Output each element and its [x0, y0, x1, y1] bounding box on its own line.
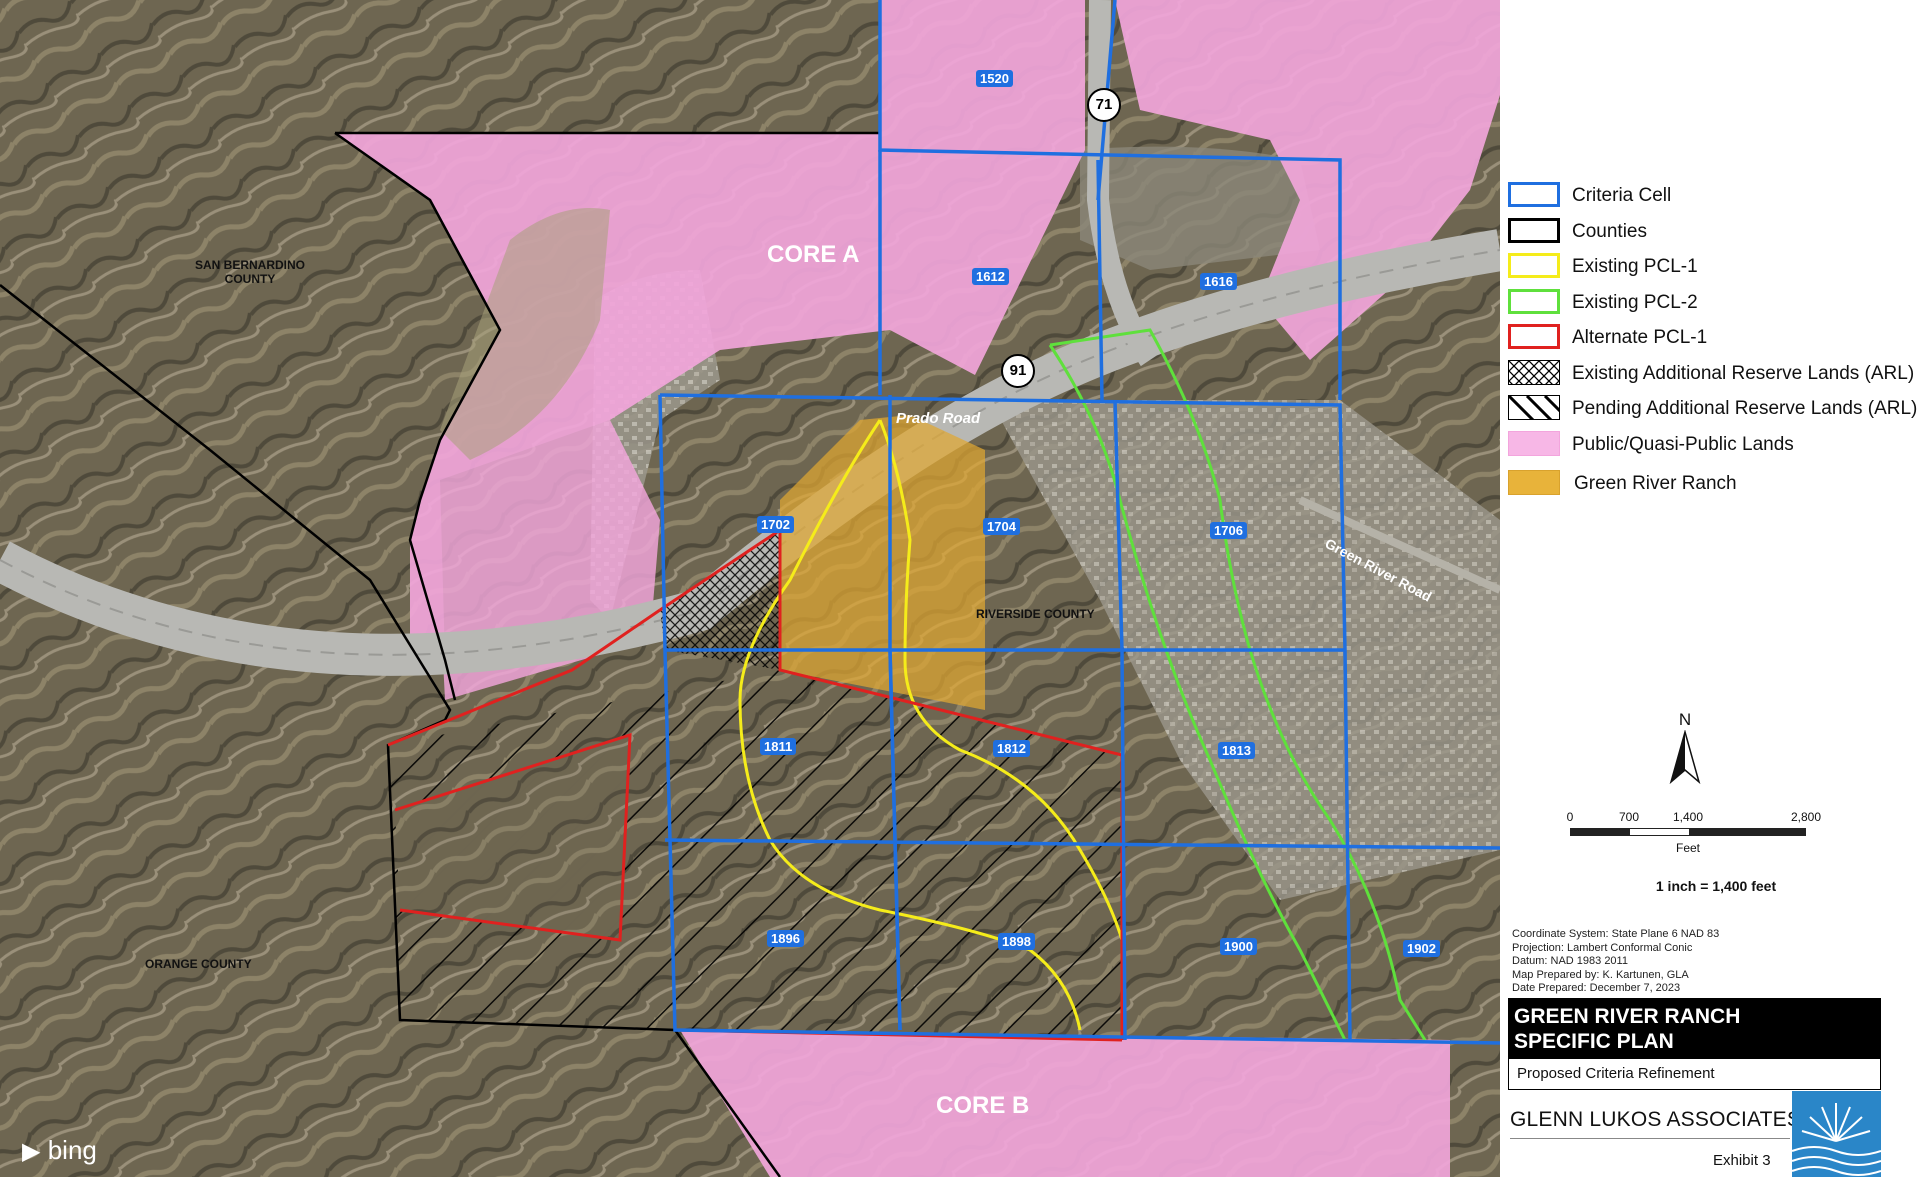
- map-canvas[interactable]: [0, 0, 1504, 1178]
- north-arrow-icon: [1669, 729, 1701, 785]
- map-subtitle: Proposed Criteria Refinement: [1508, 1058, 1881, 1090]
- legend-swatch: [1508, 182, 1560, 207]
- legend-swatch: [1508, 359, 1560, 385]
- highway-71-shield: 71: [1087, 88, 1121, 122]
- bing-attribution: ▶ bing: [22, 1135, 97, 1165]
- cell-label: 1704: [983, 518, 1020, 535]
- cell-label: 1706: [1210, 522, 1247, 539]
- cell-label: 1898: [998, 933, 1035, 950]
- legend-swatch: [1508, 217, 1560, 243]
- legend-swatch: [1508, 288, 1560, 314]
- legend-swatch: [1508, 253, 1560, 278]
- cell-label: 1520: [976, 70, 1013, 87]
- scale-ratio: 1 inch = 1,400 feet: [1655, 878, 1777, 894]
- san-bernardino-label: SAN BERNARDINO COUNTY: [195, 258, 306, 286]
- map-area[interactable]: CORE A CORE B SAN BERNARDINO COUNTY RIVE…: [0, 0, 1504, 1178]
- bing-logo-icon: ▶: [22, 1138, 41, 1165]
- cell-label: 1902: [1403, 940, 1440, 957]
- orange-county-label: ORANGE COUNTY: [145, 957, 252, 971]
- cell-label: 1813: [1218, 742, 1255, 759]
- legend-swatch: [1508, 395, 1560, 420]
- company-logo-icon: [1792, 1091, 1881, 1177]
- prado-road-label: Prado Road: [896, 410, 981, 427]
- company-name: GLENN LUKOS ASSOCIATES: [1510, 1108, 1802, 1131]
- legend-swatch: [1508, 430, 1560, 456]
- map-title: GREEN RIVER RANCH SPECIFIC PLAN: [1508, 998, 1881, 1058]
- legend-swatch: [1508, 324, 1560, 349]
- map-metadata: Coordinate System: State Plane 6 NAD 83 …: [1512, 928, 1720, 994]
- pending-arl-area: [388, 670, 1122, 1040]
- core-b-label: CORE B: [936, 1092, 1030, 1119]
- existing-arl-area: [660, 530, 780, 670]
- highway-91-shield: 91: [1001, 354, 1035, 388]
- legend-swatch: [1508, 470, 1560, 495]
- cell-label: 1896: [767, 930, 804, 947]
- side-panel: Criteria Cell Counties Existing PCL-1 Ex…: [1500, 0, 1932, 1177]
- core-a-label: CORE A: [767, 241, 860, 268]
- cell-label: 1812: [993, 740, 1030, 757]
- counties-boundary: [0, 131, 880, 1178]
- riverside-county-label: RIVERSIDE COUNTY: [976, 607, 1095, 621]
- cell-label: 1900: [1220, 938, 1257, 955]
- cell-label: 1702: [757, 516, 794, 533]
- cell-label: 1612: [972, 268, 1009, 285]
- cell-label: 1811: [760, 738, 797, 755]
- exhibit-label: Exhibit 3: [1713, 1152, 1771, 1169]
- cell-label: 1616: [1200, 273, 1237, 290]
- north-arrow: N: [1665, 710, 1705, 791]
- green-river-ranch-area: [780, 415, 985, 710]
